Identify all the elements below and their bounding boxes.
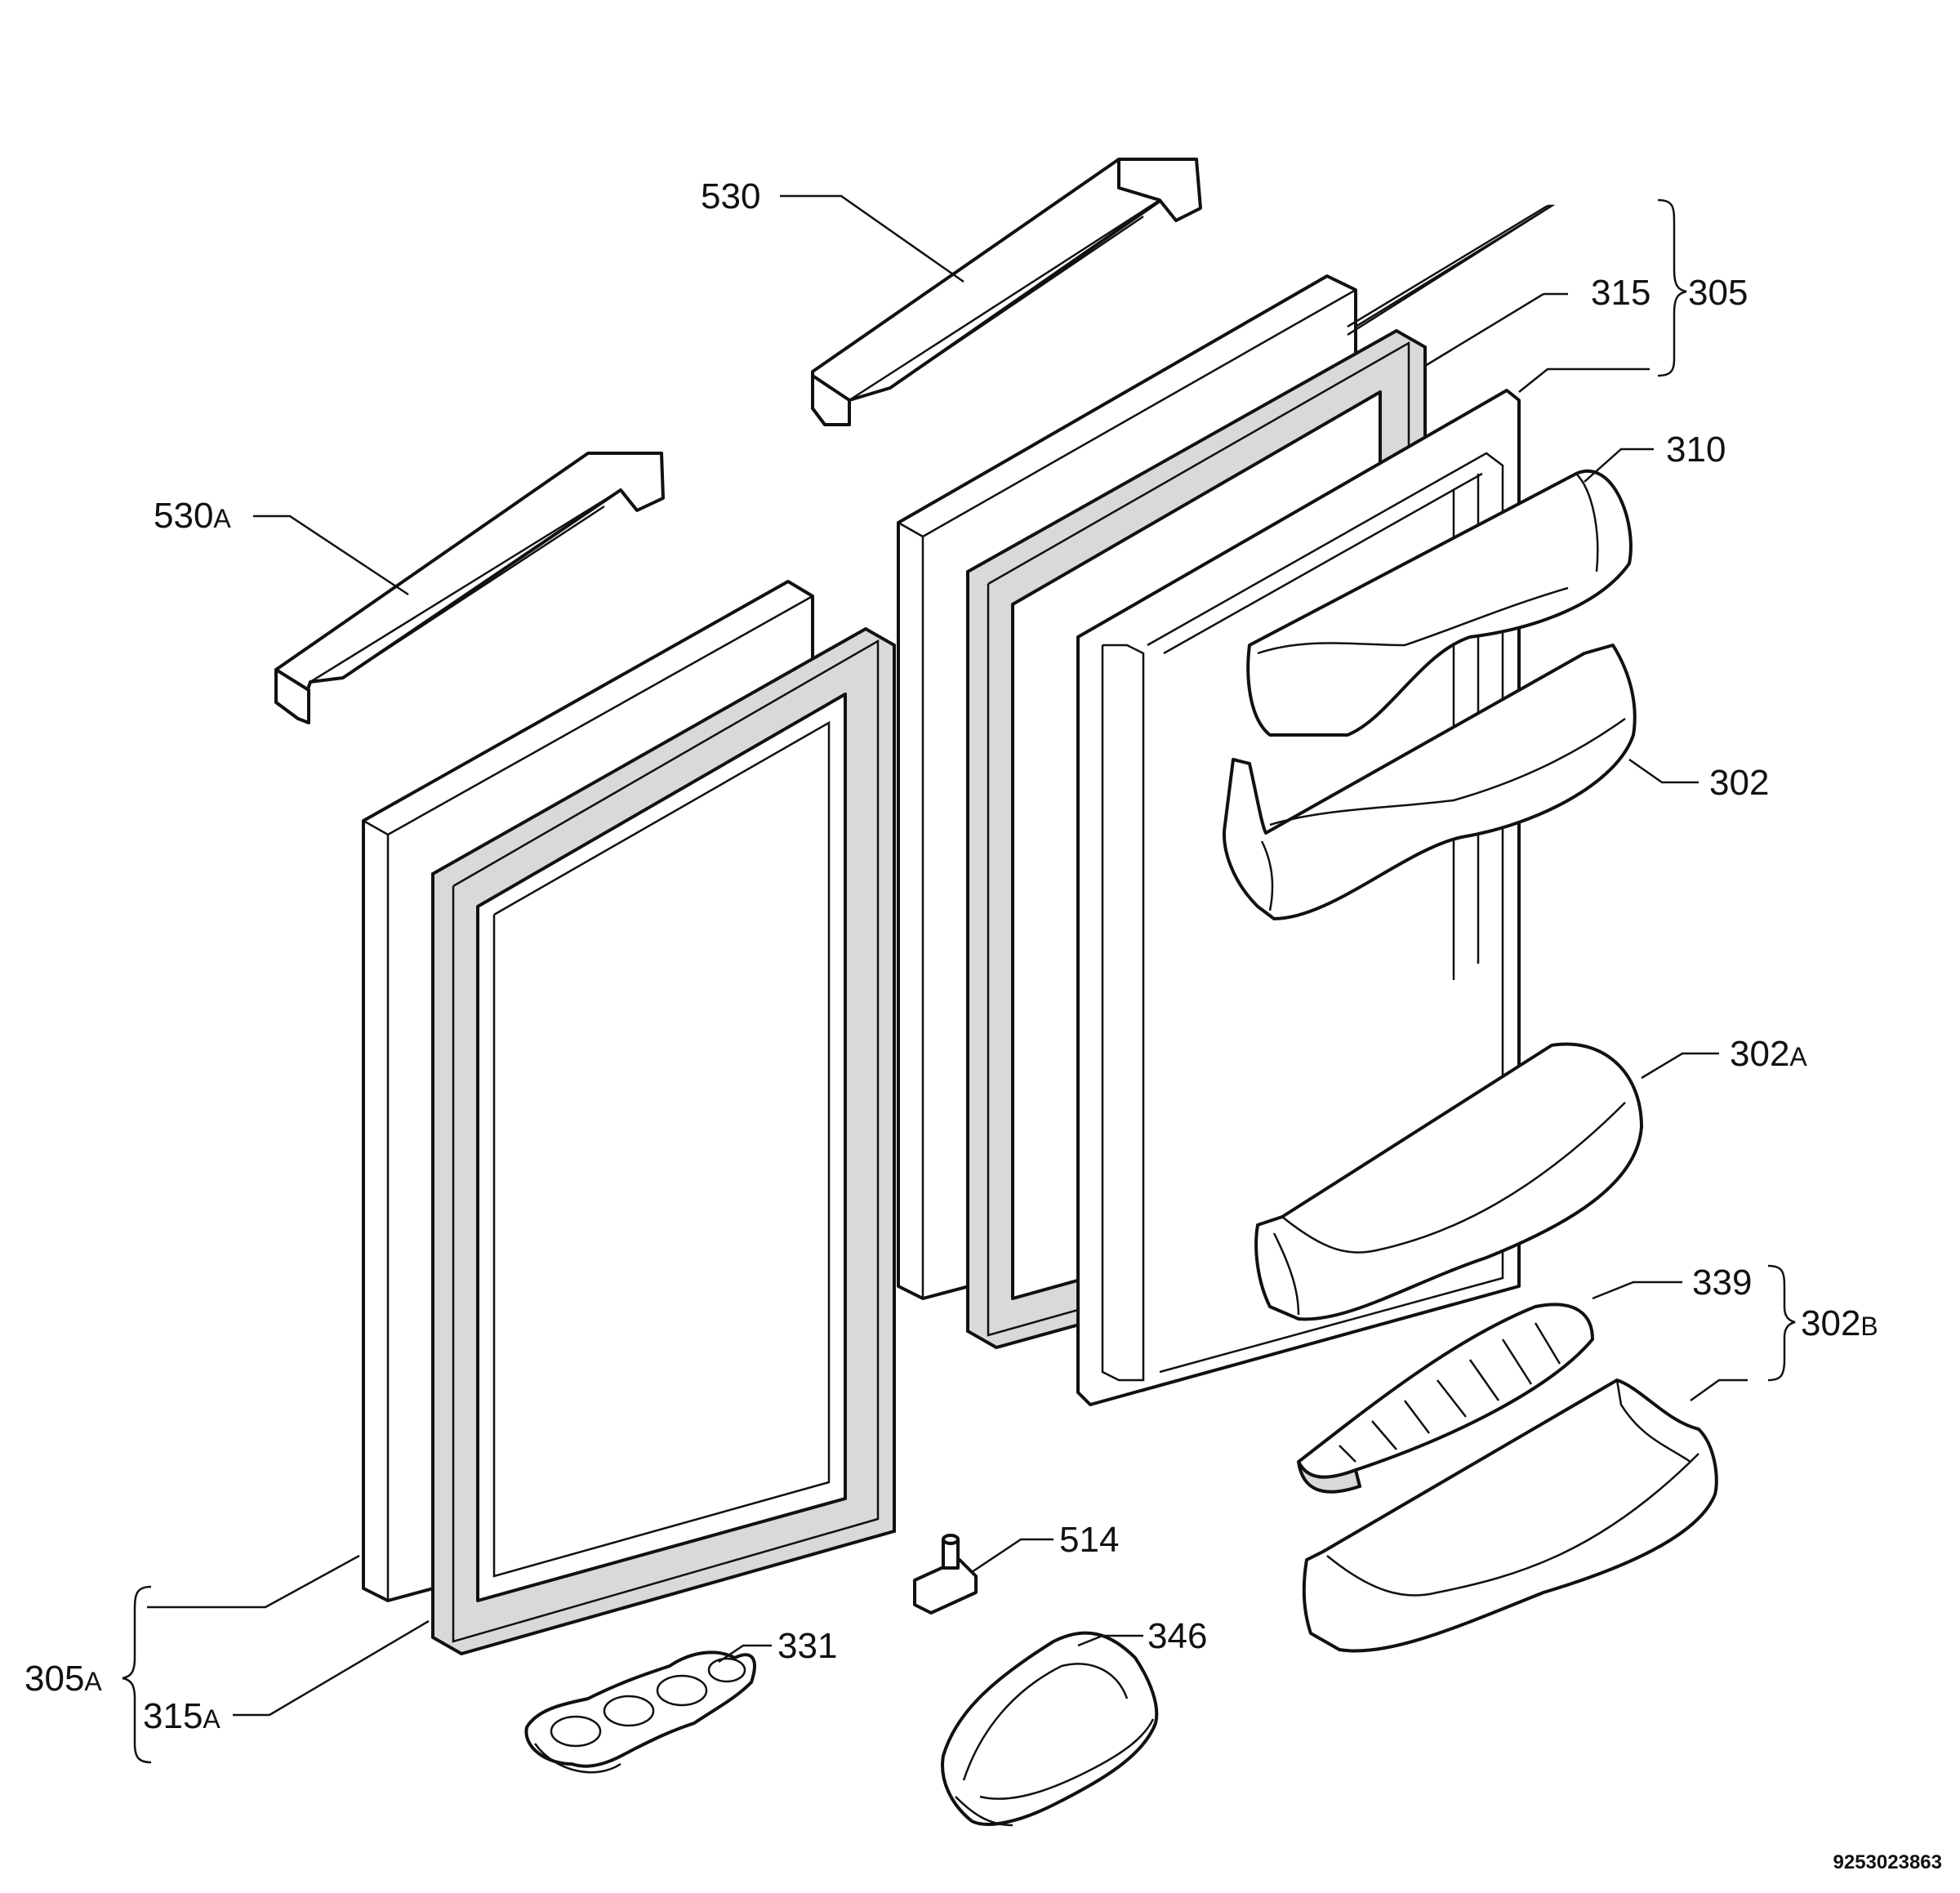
label-339: 339 bbox=[1692, 1263, 1752, 1303]
label-302a: 302A bbox=[1730, 1034, 1807, 1074]
label-315a: 315A bbox=[143, 1696, 220, 1736]
label-346: 346 bbox=[1147, 1616, 1207, 1656]
dairy-compartment-310 bbox=[1246, 470, 1633, 737]
door-bin-302a bbox=[1254, 1042, 1643, 1321]
label-530a: 530A bbox=[154, 496, 231, 536]
document-number: 9253023863 bbox=[1833, 1851, 1942, 1873]
part-514 bbox=[913, 1534, 978, 1615]
handle-530 bbox=[811, 158, 1202, 426]
label-514: 514 bbox=[1059, 1520, 1119, 1560]
label-302b: 302B bbox=[1801, 1303, 1878, 1343]
door-bin-302 bbox=[1223, 644, 1637, 920]
label-315: 315 bbox=[1591, 273, 1650, 313]
part-labels: 530 530A 315 305 310 302 302A 339 302B 5… bbox=[24, 176, 1878, 1736]
label-302: 302 bbox=[1709, 763, 1769, 803]
label-331: 331 bbox=[777, 1626, 837, 1666]
egg-tray-331 bbox=[524, 1650, 756, 1774]
handle-530a bbox=[274, 452, 665, 724]
label-305: 305 bbox=[1688, 273, 1748, 313]
label-530: 530 bbox=[701, 176, 760, 216]
door-bin-302b bbox=[1302, 1379, 1718, 1653]
braces bbox=[122, 198, 1796, 1764]
label-310: 310 bbox=[1666, 430, 1726, 470]
leader-lines bbox=[147, 194, 1748, 1717]
gasket-315a bbox=[431, 626, 896, 1656]
insert-339 bbox=[1297, 1303, 1594, 1494]
butter-dish-346 bbox=[941, 1631, 1159, 1827]
label-305a: 305A bbox=[24, 1659, 102, 1699]
